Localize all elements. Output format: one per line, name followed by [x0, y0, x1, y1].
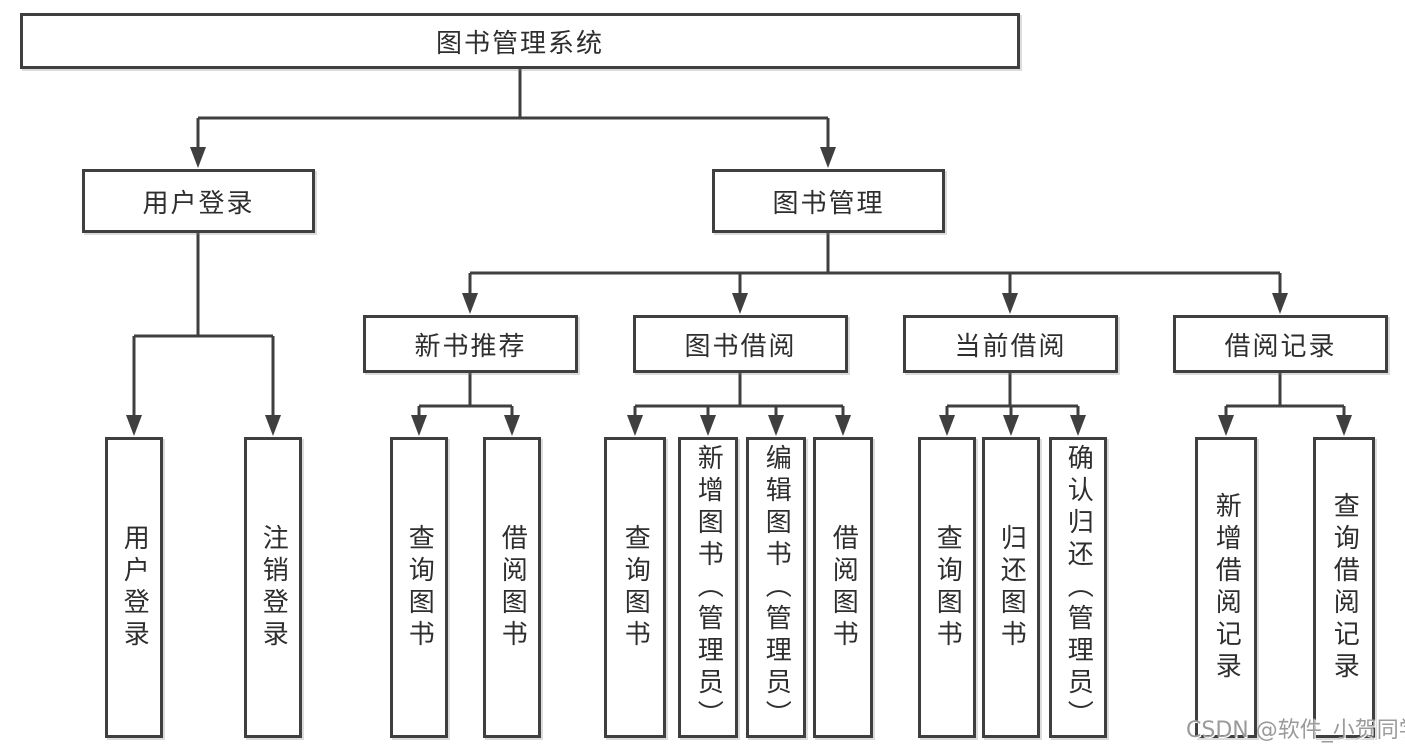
node-library-management-system: 图书管理系统 [20, 13, 1020, 69]
leaf-add-book-admin: 新增图书（管理员） [678, 437, 738, 738]
leaf-query-books-borrowing: 查询图书 [604, 437, 666, 738]
csdn-watermark: CSDN @软件_小贺同学 [1186, 718, 1405, 743]
leaf-user-login: 用户登录 [105, 437, 163, 738]
leaf-query-borrow-record: 查询借阅记录 [1313, 437, 1375, 738]
leaf-confirm-return-admin: 确认归还（管理员） [1049, 437, 1107, 738]
leaf-borrow-books: 借阅图书 [813, 437, 873, 738]
node-new-book-recommend: 新书推荐 [363, 315, 578, 373]
leaf-logout: 注销登录 [244, 437, 302, 738]
leaf-query-books-current: 查询图书 [918, 437, 976, 738]
leaf-add-borrow-record: 新增借阅记录 [1195, 437, 1257, 738]
leaf-edit-book-admin: 编辑图书（管理员） [746, 437, 806, 738]
node-borrowing-records: 借阅记录 [1173, 315, 1388, 373]
leaf-return-book: 归还图书 [982, 437, 1040, 738]
node-book-borrowing: 图书借阅 [633, 315, 848, 373]
node-user-login: 用户登录 [82, 169, 315, 233]
leaf-query-books-recommend: 查询图书 [390, 437, 448, 738]
node-book-management: 图书管理 [712, 169, 945, 233]
leaf-borrow-books-recommend: 借阅图书 [483, 437, 541, 738]
node-current-borrowing: 当前借阅 [903, 315, 1118, 373]
